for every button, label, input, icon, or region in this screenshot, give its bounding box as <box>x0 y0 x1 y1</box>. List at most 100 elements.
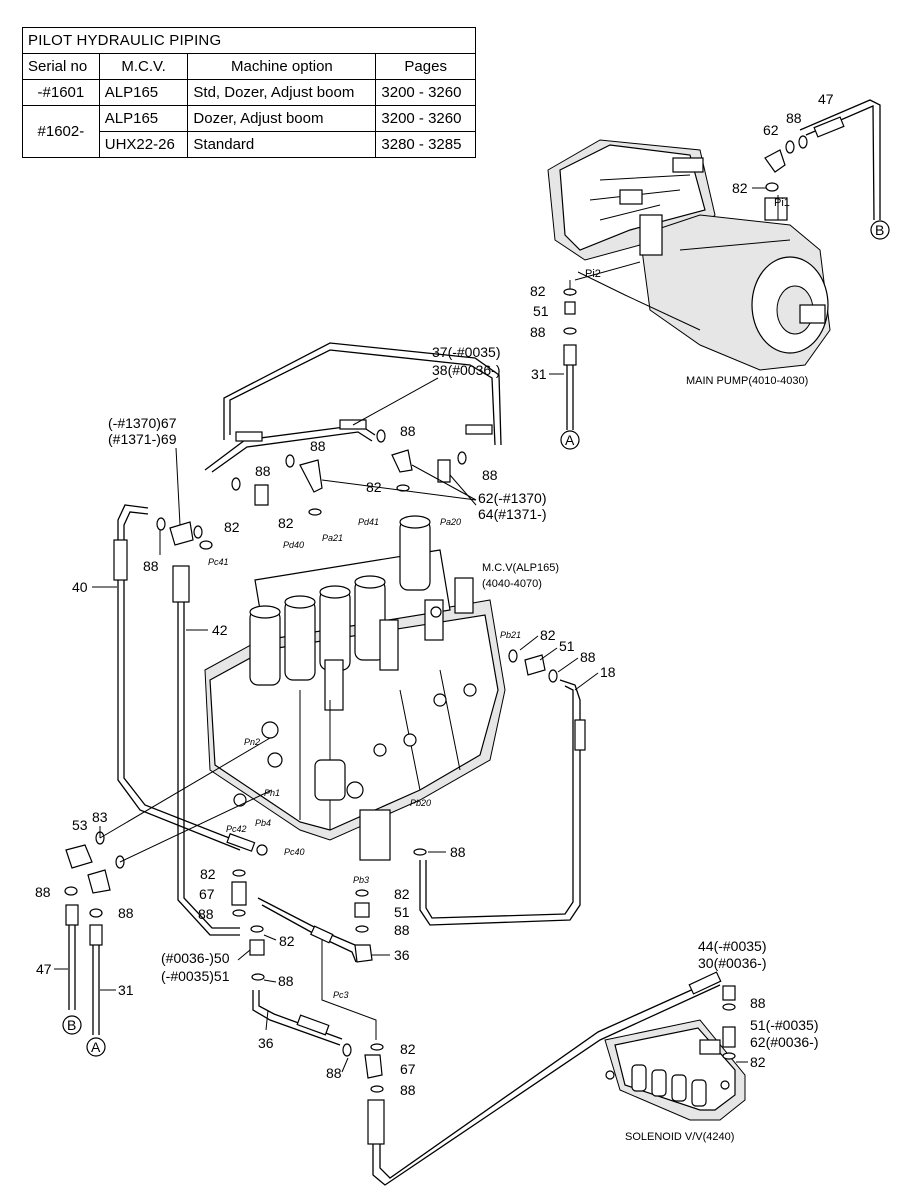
connector-label-a: A <box>565 432 575 448</box>
callout: 88 <box>278 973 294 989</box>
callout: (#1371-)69 <box>108 431 177 447</box>
callout: 51(-#0035) <box>750 1017 819 1033</box>
connector-label-b: B <box>875 222 884 238</box>
callout: 64(#1371-) <box>478 506 547 522</box>
callout: 82 <box>279 933 295 949</box>
callout: 47 <box>36 961 52 977</box>
callout: 62(#0036-) <box>750 1034 819 1050</box>
callout: 18 <box>600 664 616 680</box>
pilot-piping-table: PILOT HYDRAULIC PIPING Serial no M.C.V. … <box>22 27 476 158</box>
port-label: Pb21 <box>500 630 521 640</box>
callout: (-#0035)51 <box>161 968 230 984</box>
callout: 62(-#1370) <box>478 490 547 506</box>
callout: 82 <box>750 1054 766 1070</box>
header-serial: Serial no <box>22 53 100 80</box>
callout: 37(-#0035) <box>432 344 501 360</box>
callout: 88 <box>750 995 766 1011</box>
port-label: Pb3 <box>353 875 369 885</box>
cell-option: Dozer, Adjust boom <box>187 105 377 132</box>
table-title: PILOT HYDRAULIC PIPING <box>22 27 476 54</box>
cell-serial: #1602- <box>22 105 100 158</box>
callout: 51 <box>394 904 410 920</box>
port-label: Pi1 <box>774 197 790 209</box>
callout: 42 <box>212 622 228 638</box>
callout: (#0036-)50 <box>161 950 230 966</box>
callout: 82 <box>394 886 410 902</box>
cell-mcv: UHX22-26 <box>98 131 189 158</box>
port-label: Pb4 <box>255 818 271 828</box>
callout: 30(#0036-) <box>698 955 767 971</box>
port-label: Pa20 <box>440 517 461 527</box>
callout: 62 <box>763 122 779 138</box>
callout: 31 <box>531 366 547 382</box>
callout: 82 <box>224 519 240 535</box>
callout: 82 <box>530 283 546 299</box>
callout: 88 <box>255 463 271 479</box>
mcv-pages-label: (4040-4070) <box>482 578 542 590</box>
cell-mcv: ALP165 <box>98 79 189 106</box>
cell-pages: 3280 - 3285 <box>375 131 476 158</box>
port-label: Pn1 <box>264 788 280 798</box>
callout: 51 <box>533 303 549 319</box>
callout: 88 <box>482 467 498 483</box>
callout: 88 <box>394 922 410 938</box>
port-label: Pc42 <box>226 824 247 834</box>
callout: 88 <box>400 1082 416 1098</box>
callout: 82 <box>400 1041 416 1057</box>
callout: 88 <box>118 905 134 921</box>
main-pump-label: MAIN PUMP(4010-4030) <box>686 375 808 387</box>
header-pages: Pages <box>375 53 476 80</box>
mcv-label: M.C.V(ALP165) <box>482 562 559 574</box>
table-row: -#1601 ALP165 Std, Dozer, Adjust boom 32… <box>22 79 476 106</box>
solenoid-valve <box>604 1019 746 1121</box>
port-label: Pd41 <box>358 517 379 527</box>
cell-serial: -#1601 <box>22 79 100 106</box>
table-header-row: Serial no M.C.V. Machine option Pages <box>22 53 476 80</box>
callout: 36 <box>394 947 410 963</box>
header-option: Machine option <box>187 53 377 80</box>
callout: 67 <box>400 1061 416 1077</box>
cell-option: Standard <box>187 131 377 158</box>
port-label: Pc41 <box>208 557 229 567</box>
callout: 88 <box>400 423 416 439</box>
callout: 38(#0036-) <box>432 362 501 378</box>
cell-pages: 3200 - 3260 <box>375 105 476 132</box>
port-label: Pc3 <box>333 990 349 1000</box>
callout: 83 <box>92 809 108 825</box>
cell-option: Std, Dozer, Adjust boom <box>187 79 377 106</box>
callout: 88 <box>35 884 51 900</box>
connector-b <box>870 220 890 240</box>
callout: 88 <box>580 649 596 665</box>
mcv-block <box>204 515 506 861</box>
callout: 82 <box>200 866 216 882</box>
callout: 67 <box>199 886 215 902</box>
port-label: Pn2 <box>244 737 260 747</box>
port-label: Pd40 <box>283 540 304 550</box>
callout: 82 <box>278 515 294 531</box>
callout: 88 <box>198 906 214 922</box>
connector-a <box>560 430 580 450</box>
callout: 47 <box>818 91 834 107</box>
callout: 51 <box>559 638 575 654</box>
cell-pages: 3200 - 3260 <box>375 79 476 106</box>
table-row: UHX22-26 Standard 3280 - 3285 <box>23 131 476 158</box>
callout: (-#1370)67 <box>108 415 177 431</box>
solenoid-label: SOLENOID V/V(4240) <box>625 1131 734 1143</box>
main-pump <box>547 139 831 371</box>
callout: 82 <box>540 627 556 643</box>
callout: 82 <box>732 180 748 196</box>
callout: 40 <box>72 579 88 595</box>
port-label: Pc40 <box>284 847 305 857</box>
cell-mcv: ALP165 <box>98 105 189 132</box>
callout: 88 <box>450 844 466 860</box>
port-label: Pb20 <box>410 798 431 808</box>
callout: 88 <box>310 438 326 454</box>
callout: 88 <box>786 110 802 126</box>
callout: 53 <box>72 817 88 833</box>
callout: 44(-#0035) <box>698 938 767 954</box>
table-row: #1602- ALP165 Dozer, Adjust boom 3200 - … <box>22 105 476 158</box>
callout: 88 <box>143 558 159 574</box>
connector-label-a2: A <box>91 1039 101 1055</box>
connector-label-b2: B <box>67 1017 76 1033</box>
